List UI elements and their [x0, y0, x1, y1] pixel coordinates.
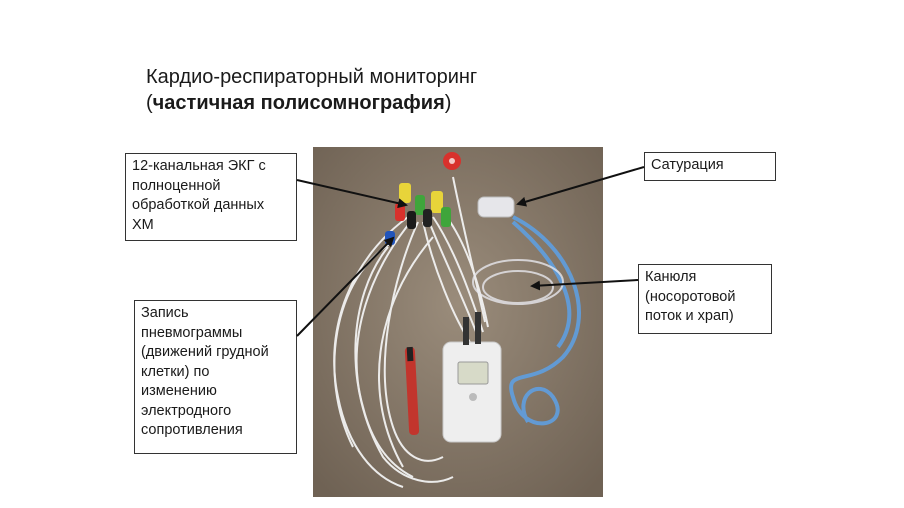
callout-pneumogram: Запись пневмограммы (движений грудной кл… — [134, 300, 297, 454]
callout-cannula: Канюля (носоротовой поток и храп) — [638, 264, 772, 334]
title-line-1: Кардио-респираторный мониторинг — [146, 66, 478, 88]
arrow-saturation — [516, 166, 645, 207]
ecg-lead-clips — [385, 152, 461, 245]
callout-ecg: 12-канальная ЭКГ с полноценной обработко… — [125, 153, 297, 241]
recorder-device — [442, 312, 502, 443]
arrow-pneumogram — [296, 236, 395, 337]
arrow-ecg — [296, 179, 408, 209]
device-photo — [313, 147, 603, 497]
page-title: Кардио-респираторный мониторинг (частичн… — [146, 64, 477, 116]
title-line-2: (частичная полисомнография) — [146, 92, 452, 114]
device-illustration — [313, 147, 603, 497]
arrow-cannula — [530, 279, 639, 291]
title-bold-part: частичная полисомнография — [152, 92, 445, 114]
pen — [404, 346, 420, 435]
callout-saturation: Сатурация — [644, 152, 776, 181]
